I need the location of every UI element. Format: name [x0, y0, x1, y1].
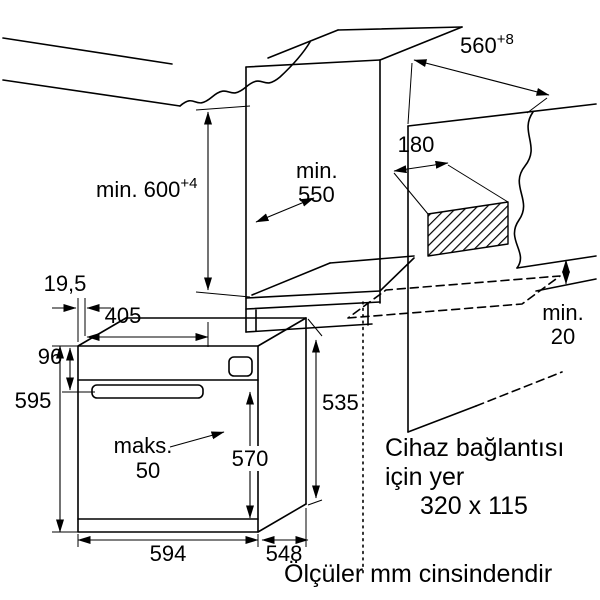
dim-600-label: min. 600+4	[96, 175, 198, 202]
connection-note-line3: 320 x 115	[420, 492, 528, 520]
dim-595: 595	[15, 345, 78, 533]
oven-door-latch	[228, 356, 253, 377]
cabinet-bottom-edge	[245, 323, 373, 333]
countertop-tear-line	[179, 41, 311, 107]
dim-560: 560+8	[407, 31, 550, 125]
dim-min-20: min. 20	[542, 259, 584, 349]
right-wall-section	[407, 103, 597, 433]
dim-600-ext-top	[195, 105, 251, 111]
dim-180-line	[393, 160, 449, 174]
connection-note: Cihaz bağlantısı için yer 320 x 115	[385, 434, 564, 520]
dim-548: 548	[261, 508, 309, 566]
dim-180-ext-right	[447, 164, 509, 203]
dim-550-line	[255, 197, 315, 223]
dim-535-label: 535	[322, 390, 359, 415]
dim-min-20-label-line1: min.	[542, 300, 584, 325]
oven	[77, 317, 307, 533]
niche-floor-right-depth-edge	[379, 257, 415, 292]
wall-bottom-edge	[407, 405, 477, 433]
dim-405: 405	[86, 303, 209, 347]
dim-96-label: 96	[38, 344, 62, 369]
dim-180: 180	[393, 132, 509, 215]
cabinet-top-back-edge	[337, 26, 463, 31]
dim-560-ext-right	[526, 97, 548, 114]
dim-19-5: 19,5	[44, 271, 111, 342]
oven-door-handle	[91, 384, 204, 399]
dim-595-label: 595	[15, 388, 52, 413]
dim-180-ext-left	[393, 172, 429, 215]
dim-maks-50: maks. 50	[114, 431, 225, 483]
dim-96: 96	[38, 344, 95, 393]
niche-floor-depth-edge	[251, 262, 331, 296]
oven-bottom-right-depth-edge	[257, 503, 307, 533]
dim-min-600: min. 600+4	[96, 105, 251, 298]
niche-shelf-thickness-edge	[245, 301, 381, 310]
vent-hatch	[427, 201, 509, 257]
countertop-front-edge	[2, 79, 181, 107]
dim-570-label-backing	[228, 446, 272, 471]
dim-560-ext-left	[407, 62, 413, 125]
dim-maks-50-label-line1: maks.	[114, 433, 173, 458]
wall-floor-lower-edge	[535, 278, 597, 292]
dim-548-label: 548	[266, 541, 303, 566]
cabinet-top-right-depth-edge	[379, 26, 463, 61]
dim-min-20-label-line2: 20	[551, 324, 575, 349]
dim-594: 594	[77, 534, 259, 566]
dim-600-ext-bottom	[195, 291, 251, 298]
niche-shelf-front-edge	[245, 290, 381, 299]
countertop	[2, 37, 311, 107]
dim-19-5-label: 19,5	[44, 271, 87, 296]
dim-maks-50-leader	[169, 431, 225, 448]
dim-535: 535	[307, 318, 359, 506]
dim-maks-50-label-line2: 50	[136, 458, 160, 483]
oven-top-left-depth-edge	[77, 317, 127, 347]
footer-note: Ölçüler mm cinsindendir	[284, 560, 552, 588]
cabinet-top-front-edge	[245, 59, 381, 68]
tall-cabinet	[245, 26, 463, 333]
wall-top-edge	[407, 103, 597, 127]
connection-note-line2: için yer	[385, 463, 464, 491]
wall-floor-upper-edge	[516, 255, 597, 269]
dim-560-label: 560+8	[460, 31, 514, 58]
niche-floor-back-edge	[329, 255, 415, 264]
dim-535-ext-bottom	[307, 499, 323, 506]
oven-top-right-depth-edge	[257, 317, 307, 347]
wall-bottom-hidden-edge	[475, 371, 563, 407]
dim-550-label-line1: min.	[296, 158, 338, 183]
dim-180-label: 180	[398, 132, 435, 157]
dim-min-550: min. 550	[255, 158, 338, 223]
connection-note-line1: Cihaz bağlantısı	[385, 434, 564, 462]
wall-tear-line	[513, 111, 534, 269]
dim-560-line	[413, 59, 550, 96]
countertop-back-edge	[2, 37, 173, 65]
dim-550-label-line2: 550	[298, 182, 335, 207]
dim-594-label: 594	[150, 541, 187, 566]
connection-space-outline	[347, 275, 561, 319]
dim-535-ext-top	[307, 318, 323, 337]
cabinet-top-left-depth-edge	[267, 29, 339, 59]
dim-405-label: 405	[105, 303, 142, 328]
dim-570: 570	[228, 391, 272, 519]
dim-570-label: 570	[232, 446, 269, 471]
